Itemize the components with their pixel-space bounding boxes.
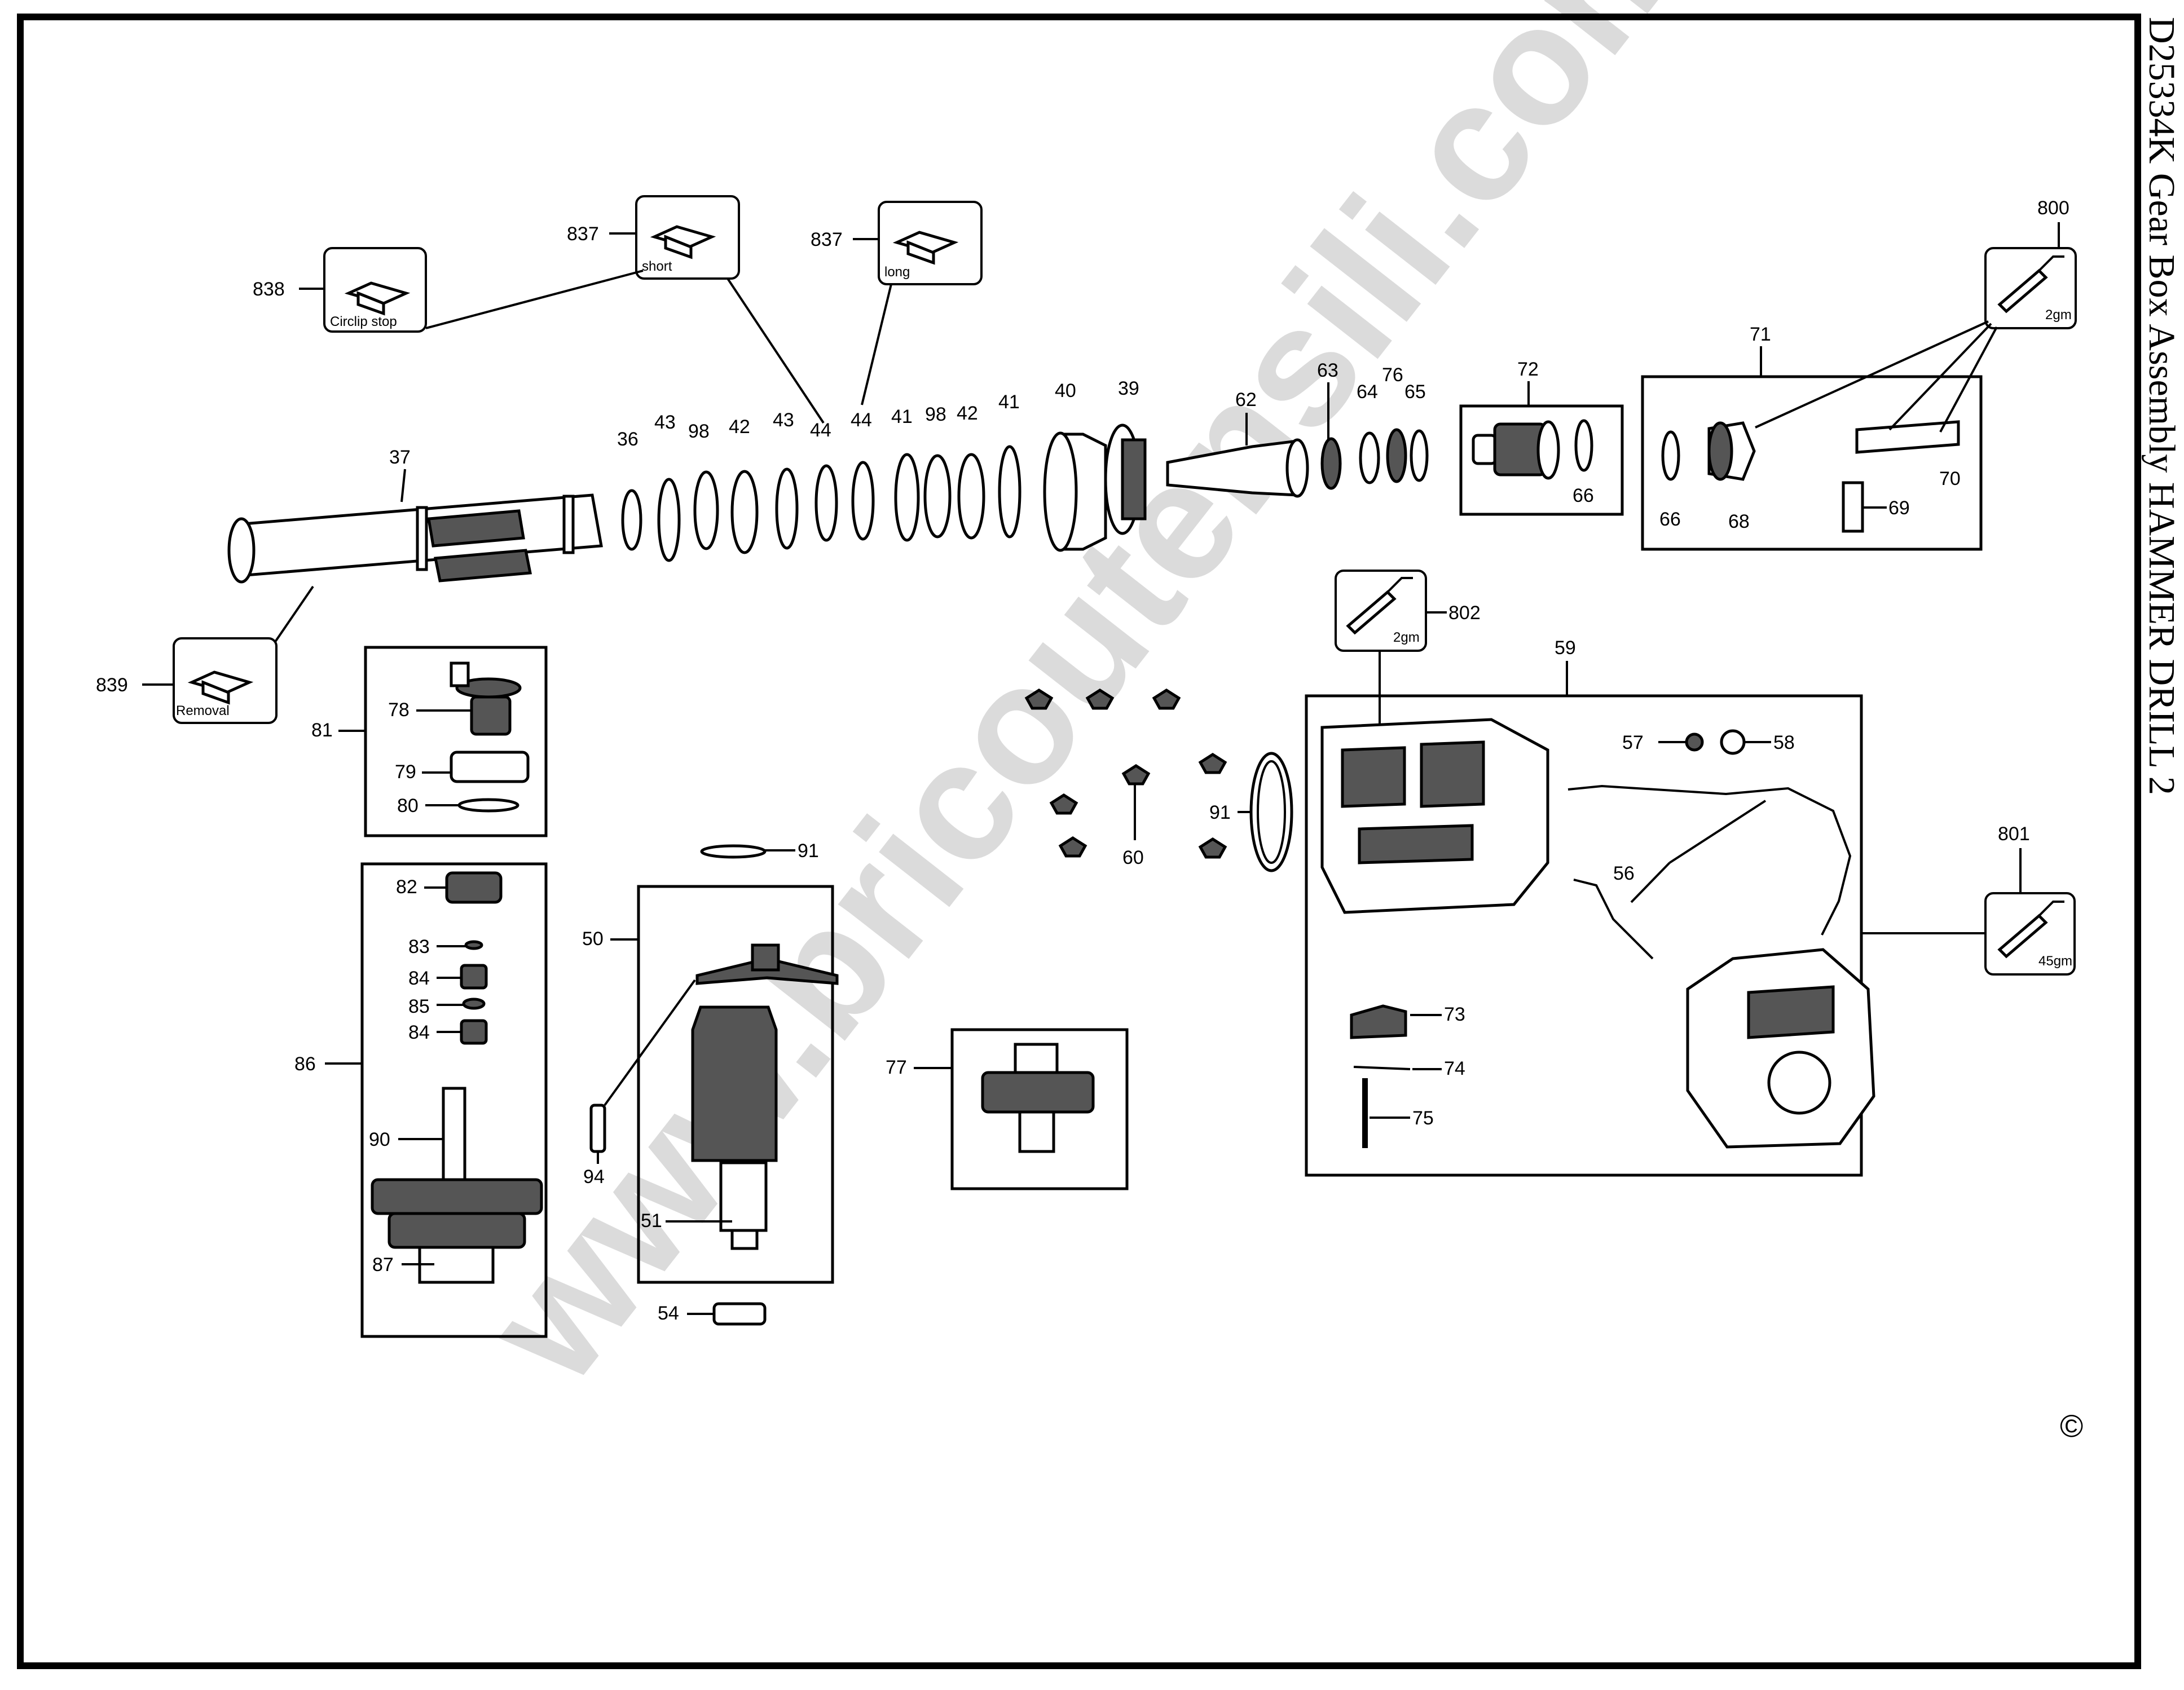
svg-text:54: 54 — [658, 1303, 679, 1324]
svg-text:66: 66 — [1659, 509, 1681, 530]
svg-text:45gm: 45gm — [2038, 954, 2072, 969]
tool-card-801: 801 45gm — [1861, 823, 2076, 976]
svg-text:80: 80 — [397, 795, 419, 817]
tool-card-837-long: 837 long — [811, 201, 983, 285]
svg-text:57: 57 — [1622, 732, 1644, 753]
svg-text:60: 60 — [1122, 847, 1144, 868]
svg-text:90: 90 — [369, 1129, 390, 1150]
svg-text:59: 59 — [1555, 637, 1576, 659]
svg-text:802: 802 — [1448, 602, 1481, 624]
svg-text:44: 44 — [851, 409, 872, 431]
svg-text:85: 85 — [408, 996, 430, 1017]
svg-text:56: 56 — [1613, 863, 1635, 884]
svg-text:62: 62 — [1235, 389, 1257, 411]
svg-text:2gm: 2gm — [2045, 307, 2072, 323]
svg-text:98: 98 — [688, 421, 710, 442]
svg-text:81: 81 — [311, 720, 333, 741]
svg-text:37: 37 — [389, 447, 411, 468]
svg-text:838: 838 — [253, 279, 285, 300]
svg-text:86: 86 — [294, 1053, 316, 1075]
tool-card-839: 839 Removal — [96, 637, 278, 724]
svg-text:91: 91 — [798, 840, 819, 862]
svg-text:87: 87 — [372, 1254, 394, 1276]
svg-text:51: 51 — [641, 1210, 662, 1232]
svg-text:98: 98 — [925, 404, 946, 425]
svg-text:41: 41 — [998, 391, 1020, 413]
svg-text:58: 58 — [1773, 732, 1795, 753]
sheet-frame — [17, 14, 2141, 1669]
svg-text:94: 94 — [583, 1166, 605, 1188]
svg-text:77: 77 — [886, 1057, 907, 1078]
group-81-box: 81 78 79 80 — [311, 646, 548, 837]
part-62-anvil: 62 — [1166, 389, 1309, 498]
svg-text:84: 84 — [408, 968, 430, 989]
svg-text:801: 801 — [1998, 823, 2030, 845]
svg-text:41: 41 — [891, 406, 913, 427]
svg-text:837: 837 — [567, 223, 599, 245]
ring-stack — [621, 423, 1147, 562]
svg-text:36: 36 — [617, 429, 639, 450]
part-37-spindle: 37 — [227, 447, 603, 584]
svg-text:76: 76 — [1382, 364, 1403, 386]
tool-card-802: 2gm 802 — [1335, 570, 1481, 652]
svg-text:63: 63 — [1317, 360, 1338, 381]
svg-text:short: short — [642, 259, 672, 274]
svg-text:83: 83 — [408, 936, 430, 957]
svg-text:72: 72 — [1517, 359, 1539, 380]
svg-text:84: 84 — [408, 1022, 430, 1043]
group-59-box: 59 57 58 56 73 74 75 — [1305, 637, 1875, 1177]
svg-text:70: 70 — [1939, 468, 1961, 489]
svg-text:66: 66 — [1573, 485, 1594, 506]
svg-text:Circlip stop: Circlip stop — [330, 314, 397, 329]
copyright-mark: © — [2060, 1408, 2083, 1444]
svg-text:long: long — [884, 264, 910, 280]
svg-text:50: 50 — [582, 928, 604, 950]
svg-text:837: 837 — [811, 229, 843, 250]
svg-text:75: 75 — [1412, 1107, 1434, 1129]
svg-text:43: 43 — [773, 409, 794, 431]
group-71-box: 71 66 68 70 69 — [1641, 320, 1998, 551]
diagram-title: D25334K Gear Box Assembly HAMMER DRILL 2 — [2141, 17, 2182, 795]
group-86-box: 86 82 83 84 85 84 90 87 — [294, 862, 548, 1338]
svg-text:43: 43 — [654, 412, 676, 433]
svg-text:64: 64 — [1357, 381, 1378, 403]
svg-text:2gm: 2gm — [1393, 630, 1420, 645]
group-50-box: 91 50 51 94 54 — [582, 840, 839, 1326]
group-72-box: 72 66 — [1459, 359, 1624, 516]
svg-text:39: 39 — [1118, 378, 1139, 399]
title-band: D25334K Gear Box Assembly HAMMER DRILL 2 — [2141, 11, 2183, 1680]
svg-text:Removal: Removal — [176, 703, 230, 718]
tool-card-837-short: 837 short — [567, 195, 740, 280]
svg-text:69: 69 — [1888, 497, 1910, 519]
svg-text:42: 42 — [957, 403, 978, 424]
svg-text:78: 78 — [388, 699, 409, 721]
tool-card-838: 838 Circlip stop — [253, 247, 427, 333]
tool-card-800: 800 2gm — [1984, 197, 2077, 329]
svg-text:68: 68 — [1728, 511, 1750, 532]
svg-text:839: 839 — [96, 674, 128, 696]
svg-text:91: 91 — [1209, 802, 1231, 823]
svg-text:40: 40 — [1055, 380, 1076, 401]
svg-text:800: 800 — [2037, 197, 2069, 219]
svg-text:44: 44 — [810, 420, 831, 441]
part-60-screws: 60 91 — [1024, 689, 1293, 872]
svg-text:73: 73 — [1444, 1004, 1465, 1025]
small-ring-stack: 63 64 76 65 — [1317, 360, 1429, 490]
group-77-box: 77 — [886, 1028, 1129, 1190]
svg-text:82: 82 — [396, 876, 417, 898]
svg-text:79: 79 — [395, 761, 416, 783]
svg-text:71: 71 — [1750, 324, 1771, 345]
svg-text:74: 74 — [1444, 1058, 1465, 1079]
ring-stack-labels: 36 43 98 42 43 44 44 41 98 42 41 40 39 — [617, 378, 1139, 450]
svg-text:42: 42 — [729, 416, 750, 438]
svg-text:65: 65 — [1404, 381, 1426, 403]
